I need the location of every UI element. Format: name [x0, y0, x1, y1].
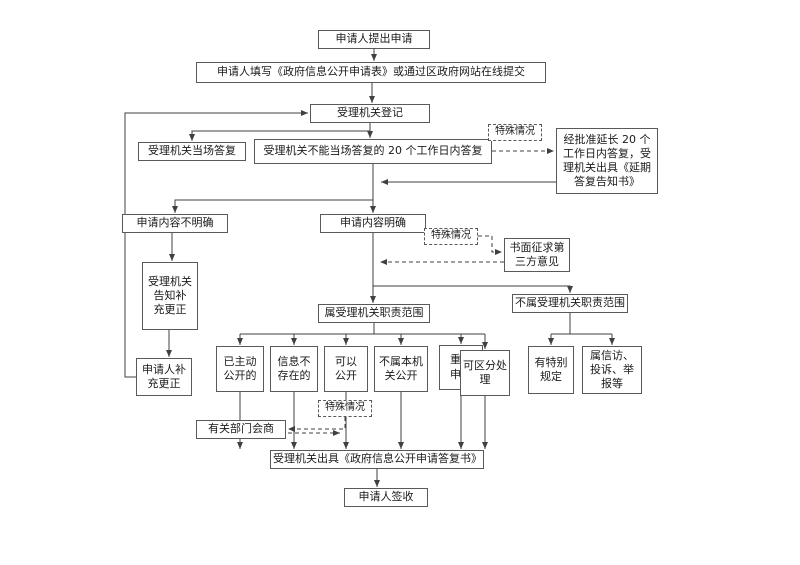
flow-node-content-unclear: 申请内容不明确 — [122, 214, 228, 233]
flow-node-within-scope: 属受理机关职责范围 — [318, 304, 430, 323]
flow-node-reply-within-20-days: 受理机关不能当场答复的 20 个工作日内答复 — [254, 139, 492, 164]
flow-node-applicant-supplement: 申请人补 充更正 — [136, 358, 192, 396]
flow-node-dept-consultation: 有关部门会商 — [196, 420, 286, 439]
flow-node-already-public: 已主动 公开的 — [216, 346, 264, 392]
flow-label-special-case-2: 特殊情况 — [424, 228, 478, 245]
flow-node-can-disclose: 可以 公开 — [324, 346, 368, 392]
flow-node-petition-complaint: 属信访、 投诉、举 报等 — [582, 346, 642, 394]
flow-node-special-provisions: 有特别 规定 — [528, 346, 574, 394]
flow-node-separable-handling: 可区分处 理 — [460, 350, 510, 396]
flow-label-special-case-3: 特殊情况 — [318, 400, 372, 417]
flow-node-register: 受理机关登记 — [310, 104, 430, 123]
flow-node-outside-scope: 不属受理机关职责范围 — [512, 294, 628, 313]
flow-node-fill-form: 申请人填写《政府信息公开申请表》或通过区政府网站在线提交 — [196, 62, 546, 83]
flow-node-reply-document: 受理机关出具《政府信息公开申请答复书》 — [270, 450, 484, 469]
flow-node-not-this-authority: 不属本机 关公开 — [374, 346, 428, 392]
flow-label-special-case-1: 特殊情况 — [488, 124, 542, 141]
flow-node-content-clear: 申请内容明确 — [320, 214, 426, 233]
flow-node-apply: 申请人提出申请 — [318, 30, 430, 49]
flow-node-onspot-reply: 受理机关当场答复 — [138, 142, 246, 161]
flow-node-info-not-exist: 信息不 存在的 — [270, 346, 318, 392]
flow-node-applicant-sign: 申请人签收 — [344, 488, 428, 507]
flow-node-notify-supplement: 受理机关 告知补 充更正 — [142, 262, 198, 330]
flow-node-extension-notice: 经批准延长 20 个 工作日内答复，受 理机关出具《延期 答复告知书》 — [556, 128, 658, 194]
flow-node-third-party-opinion: 书面征求第 三方意见 — [504, 238, 570, 272]
